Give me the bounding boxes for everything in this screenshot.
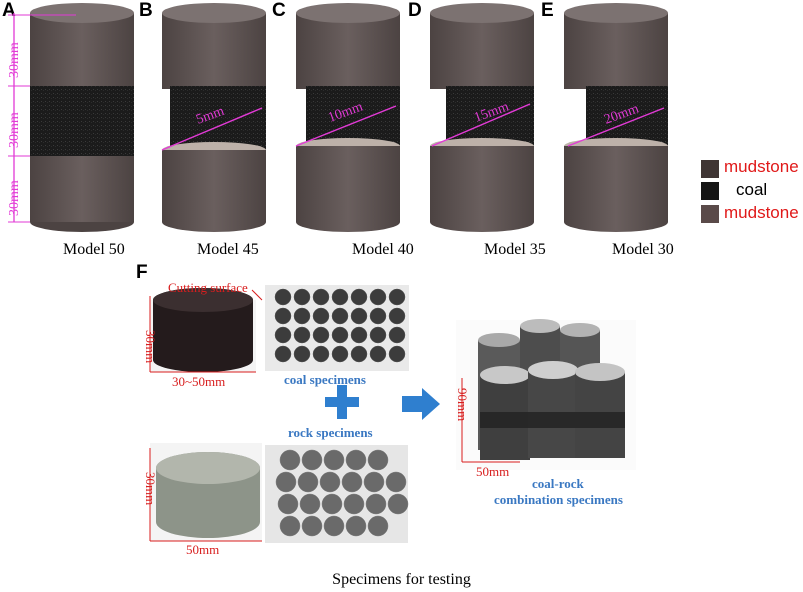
legend-label-mudstone-bottom: mudstone	[724, 203, 799, 222]
model-c-cylinder	[295, 3, 400, 232]
combo-label-line2: combination specimens	[494, 492, 623, 507]
coal-sample-photo	[150, 288, 256, 372]
legend-label-coal: coal	[736, 180, 768, 199]
combo-dim-lines	[461, 378, 520, 463]
rock-dim-lines	[149, 448, 262, 542]
rock-height-label: 30mm	[143, 472, 158, 505]
combo-width-label: 50mm	[476, 464, 509, 479]
model-label-b: Model 45	[197, 241, 259, 258]
coal-width-label: 30~50mm	[172, 374, 225, 389]
model-label-e: Model 30	[612, 241, 674, 258]
plus-icon	[325, 385, 359, 419]
model-a-cylinder	[8, 3, 134, 232]
combo-label-line1: coal-rock	[532, 476, 585, 491]
dim-a-mid: 30mm	[7, 112, 22, 148]
panel-letter-b: B	[139, 0, 153, 21]
rock-width-label: 50mm	[186, 542, 219, 557]
panel-letter-e: E	[541, 0, 554, 21]
dim-a-bottom: 30mm	[7, 180, 22, 216]
dim-a-top: 30mm	[7, 42, 22, 78]
rock-specimens-label: rock specimens	[288, 425, 373, 440]
model-label-d: Model 35	[484, 241, 546, 258]
coal-specimens-photo	[265, 285, 409, 371]
rock-sample-photo	[150, 443, 262, 541]
coal-height-label: 30mm	[143, 330, 158, 363]
legend-label-mudstone-top: mudstone	[724, 157, 799, 176]
model-d-cylinder	[430, 3, 534, 232]
combination-specimens-photo	[456, 319, 636, 470]
rock-specimens-photo	[265, 445, 409, 543]
coal-specimens-label: coal specimens	[284, 372, 366, 387]
model-label-a: Model 50	[63, 241, 125, 258]
panel-letter-d: D	[408, 0, 422, 21]
cutting-surface-label: Cutting surface	[168, 280, 248, 295]
figure-caption: Specimens for testing	[332, 571, 471, 588]
legend-swatch-mudstone-bottom	[701, 205, 719, 223]
arrow-right-icon	[402, 388, 440, 420]
panel-letter-c: C	[272, 0, 286, 21]
legend-swatch-mudstone-top	[701, 160, 719, 178]
coal-dim-lines	[149, 289, 263, 373]
combo-height-label: 90mm	[455, 388, 470, 421]
model-b-cylinder	[161, 3, 266, 232]
panel-letter-f: F	[136, 262, 148, 283]
model-label-c: Model 40	[352, 241, 414, 258]
model-e-cylinder	[564, 3, 668, 232]
panel-letter-a: A	[2, 0, 16, 21]
legend-swatch-coal	[701, 182, 719, 200]
